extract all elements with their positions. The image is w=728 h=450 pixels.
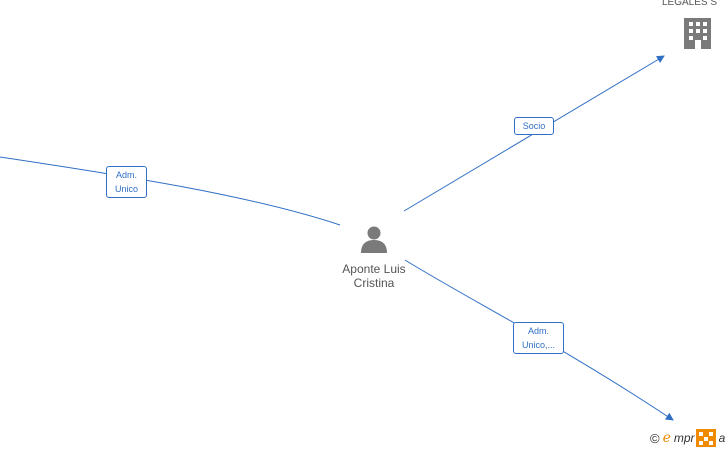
- brand-text-mid: mpr: [673, 431, 695, 445]
- brand-text-end: a: [718, 431, 726, 445]
- person-icon[interactable]: [361, 226, 387, 254]
- copyright-symbol: ©: [650, 430, 660, 446]
- edge-label-line2: Unico: [114, 184, 138, 194]
- company-name-label: LEGALES S: [662, 0, 718, 8]
- person-name-label[interactable]: Aponte Luis Cristina: [332, 262, 416, 290]
- edge-left: [0, 156, 341, 226]
- brand-logo-icon: [695, 429, 716, 447]
- edge-label-adm-unico-more[interactable]: Adm. Unico,...: [513, 322, 564, 354]
- edge-label-line1: Adm.: [527, 326, 549, 336]
- edge-label-line2: Unico,...: [521, 340, 555, 350]
- edge-label-adm-unico[interactable]: Adm. Unico: [106, 166, 147, 198]
- edge-label-socio[interactable]: Socio: [514, 117, 554, 135]
- building-icon[interactable]: [684, 18, 711, 49]
- edge-label-text: Socio: [522, 121, 546, 131]
- person-name-line1: Aponte Luis: [342, 262, 406, 276]
- brand-e: e: [662, 430, 671, 446]
- edge-label-line1: Adm.: [115, 170, 137, 180]
- person-name-line2: Cristina: [353, 276, 395, 290]
